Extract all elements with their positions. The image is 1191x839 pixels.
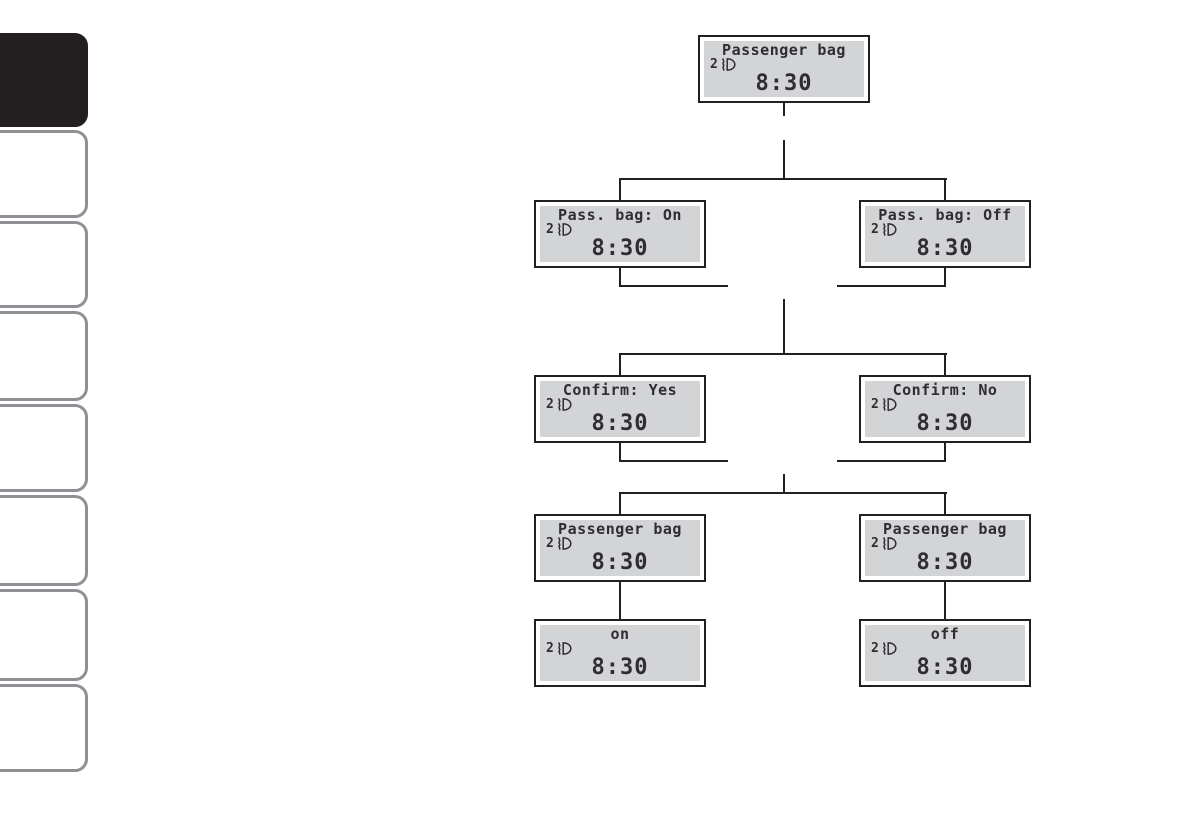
lcd-title: Confirm: Yes — [562, 381, 678, 399]
front-fog-light-icon — [883, 642, 897, 655]
connector — [619, 353, 947, 355]
lcd-screen-confirm-no: Confirm: No 2 8:30 — [859, 375, 1031, 443]
lcd-display: Confirm: Yes 2 8:30 — [540, 381, 700, 437]
front-fog-light-icon — [883, 537, 897, 550]
lcd-title: Passenger bag — [722, 41, 846, 59]
lcd-clock: 8:30 — [591, 236, 649, 261]
front-fog-light-icon — [722, 58, 736, 71]
lcd-screen-passenger-bag-right: Passenger bag 2 8:30 — [859, 514, 1031, 582]
gear-indicator: 2 — [546, 222, 554, 237]
lcd-title: Pass. bag: On — [558, 206, 682, 224]
lcd-title: Pass. bag: Off — [878, 206, 1012, 224]
connector — [619, 582, 621, 619]
lcd-display: Passenger bag 2 8:30 — [865, 520, 1025, 576]
connector — [619, 178, 947, 180]
connector — [783, 474, 785, 494]
lcd-clock: 8:30 — [916, 550, 974, 575]
sidebar-tab-2 — [0, 130, 88, 218]
lcd-title: off — [930, 625, 960, 643]
lcd-display: off 2 8:30 — [865, 625, 1025, 681]
connector — [837, 460, 946, 462]
front-fog-light-icon — [558, 398, 572, 411]
connector — [619, 268, 621, 287]
lcd-clock: 8:30 — [591, 550, 649, 575]
lcd-display: Pass. bag: Off 2 8:30 — [865, 206, 1025, 262]
connector — [619, 443, 621, 462]
sidebar-tab-3 — [0, 221, 88, 308]
connector — [944, 268, 946, 287]
lcd-screen-result-off: off 2 8:30 — [859, 619, 1031, 687]
connector — [944, 178, 946, 200]
gear-indicator: 2 — [871, 536, 879, 551]
gear-indicator: 2 — [871, 222, 879, 237]
lcd-title: Confirm: No — [892, 381, 998, 399]
gear-indicator: 2 — [546, 397, 554, 412]
connector — [783, 140, 785, 178]
lcd-status-row: 2 — [871, 223, 1019, 236]
gear-indicator: 2 — [871, 397, 879, 412]
lcd-display: Confirm: No 2 8:30 — [865, 381, 1025, 437]
lcd-title: on — [610, 625, 630, 643]
gear-indicator: 2 — [546, 641, 554, 656]
connector — [619, 353, 621, 375]
sidebar-tab-4 — [0, 311, 88, 401]
sidebar-tab-5 — [0, 404, 88, 492]
lcd-clock: 8:30 — [916, 411, 974, 436]
lcd-status-row: 2 — [546, 537, 694, 550]
lcd-clock: 8:30 — [916, 655, 974, 680]
sidebar-tab-6 — [0, 495, 88, 586]
lcd-display: Pass. bag: On 2 8:30 — [540, 206, 700, 262]
lcd-status-row: 2 — [546, 398, 694, 411]
connector — [783, 299, 785, 354]
front-fog-light-icon — [558, 642, 572, 655]
lcd-status-row: 2 — [546, 223, 694, 236]
connector — [944, 582, 946, 619]
lcd-screen-passenger-bag: Passenger bag 2 8:30 — [698, 35, 870, 103]
sidebar-tab-8 — [0, 684, 88, 772]
lcd-clock: 8:30 — [591, 655, 649, 680]
connector — [619, 178, 621, 200]
connector — [619, 460, 728, 462]
gear-indicator: 2 — [546, 536, 554, 551]
lcd-clock: 8:30 — [591, 411, 649, 436]
lcd-display: on 2 8:30 — [540, 625, 700, 681]
connector — [944, 353, 946, 375]
sidebar-tab-7 — [0, 589, 88, 681]
front-fog-light-icon — [883, 223, 897, 236]
lcd-status-row: 2 — [546, 642, 694, 655]
lcd-screen-pass-bag-on: Pass. bag: On 2 8:30 — [534, 200, 706, 268]
connector — [837, 285, 946, 287]
lcd-status-row: 2 — [710, 58, 858, 71]
lcd-status-row: 2 — [871, 642, 1019, 655]
lcd-clock: 8:30 — [755, 71, 813, 96]
connector — [619, 285, 728, 287]
lcd-display: Passenger bag 2 8:30 — [540, 520, 700, 576]
gear-indicator: 2 — [710, 57, 718, 72]
lcd-title: Passenger bag — [883, 520, 1007, 538]
lcd-display: Passenger bag 2 8:30 — [704, 41, 864, 97]
lcd-screen-result-on: on 2 8:30 — [534, 619, 706, 687]
lcd-clock: 8:30 — [916, 236, 974, 261]
front-fog-light-icon — [883, 398, 897, 411]
sidebar-tab-1-active — [0, 33, 88, 127]
connector — [944, 443, 946, 462]
lcd-title: Passenger bag — [558, 520, 682, 538]
front-fog-light-icon — [558, 223, 572, 236]
lcd-screen-confirm-yes: Confirm: Yes 2 8:30 — [534, 375, 706, 443]
lcd-screen-pass-bag-off: Pass. bag: Off 2 8:30 — [859, 200, 1031, 268]
lcd-status-row: 2 — [871, 537, 1019, 550]
gear-indicator: 2 — [871, 641, 879, 656]
connector — [619, 492, 947, 494]
connector — [783, 103, 785, 116]
connector — [944, 492, 946, 514]
lcd-status-row: 2 — [871, 398, 1019, 411]
lcd-screen-passenger-bag-left: Passenger bag 2 8:30 — [534, 514, 706, 582]
front-fog-light-icon — [558, 537, 572, 550]
connector — [619, 492, 621, 514]
